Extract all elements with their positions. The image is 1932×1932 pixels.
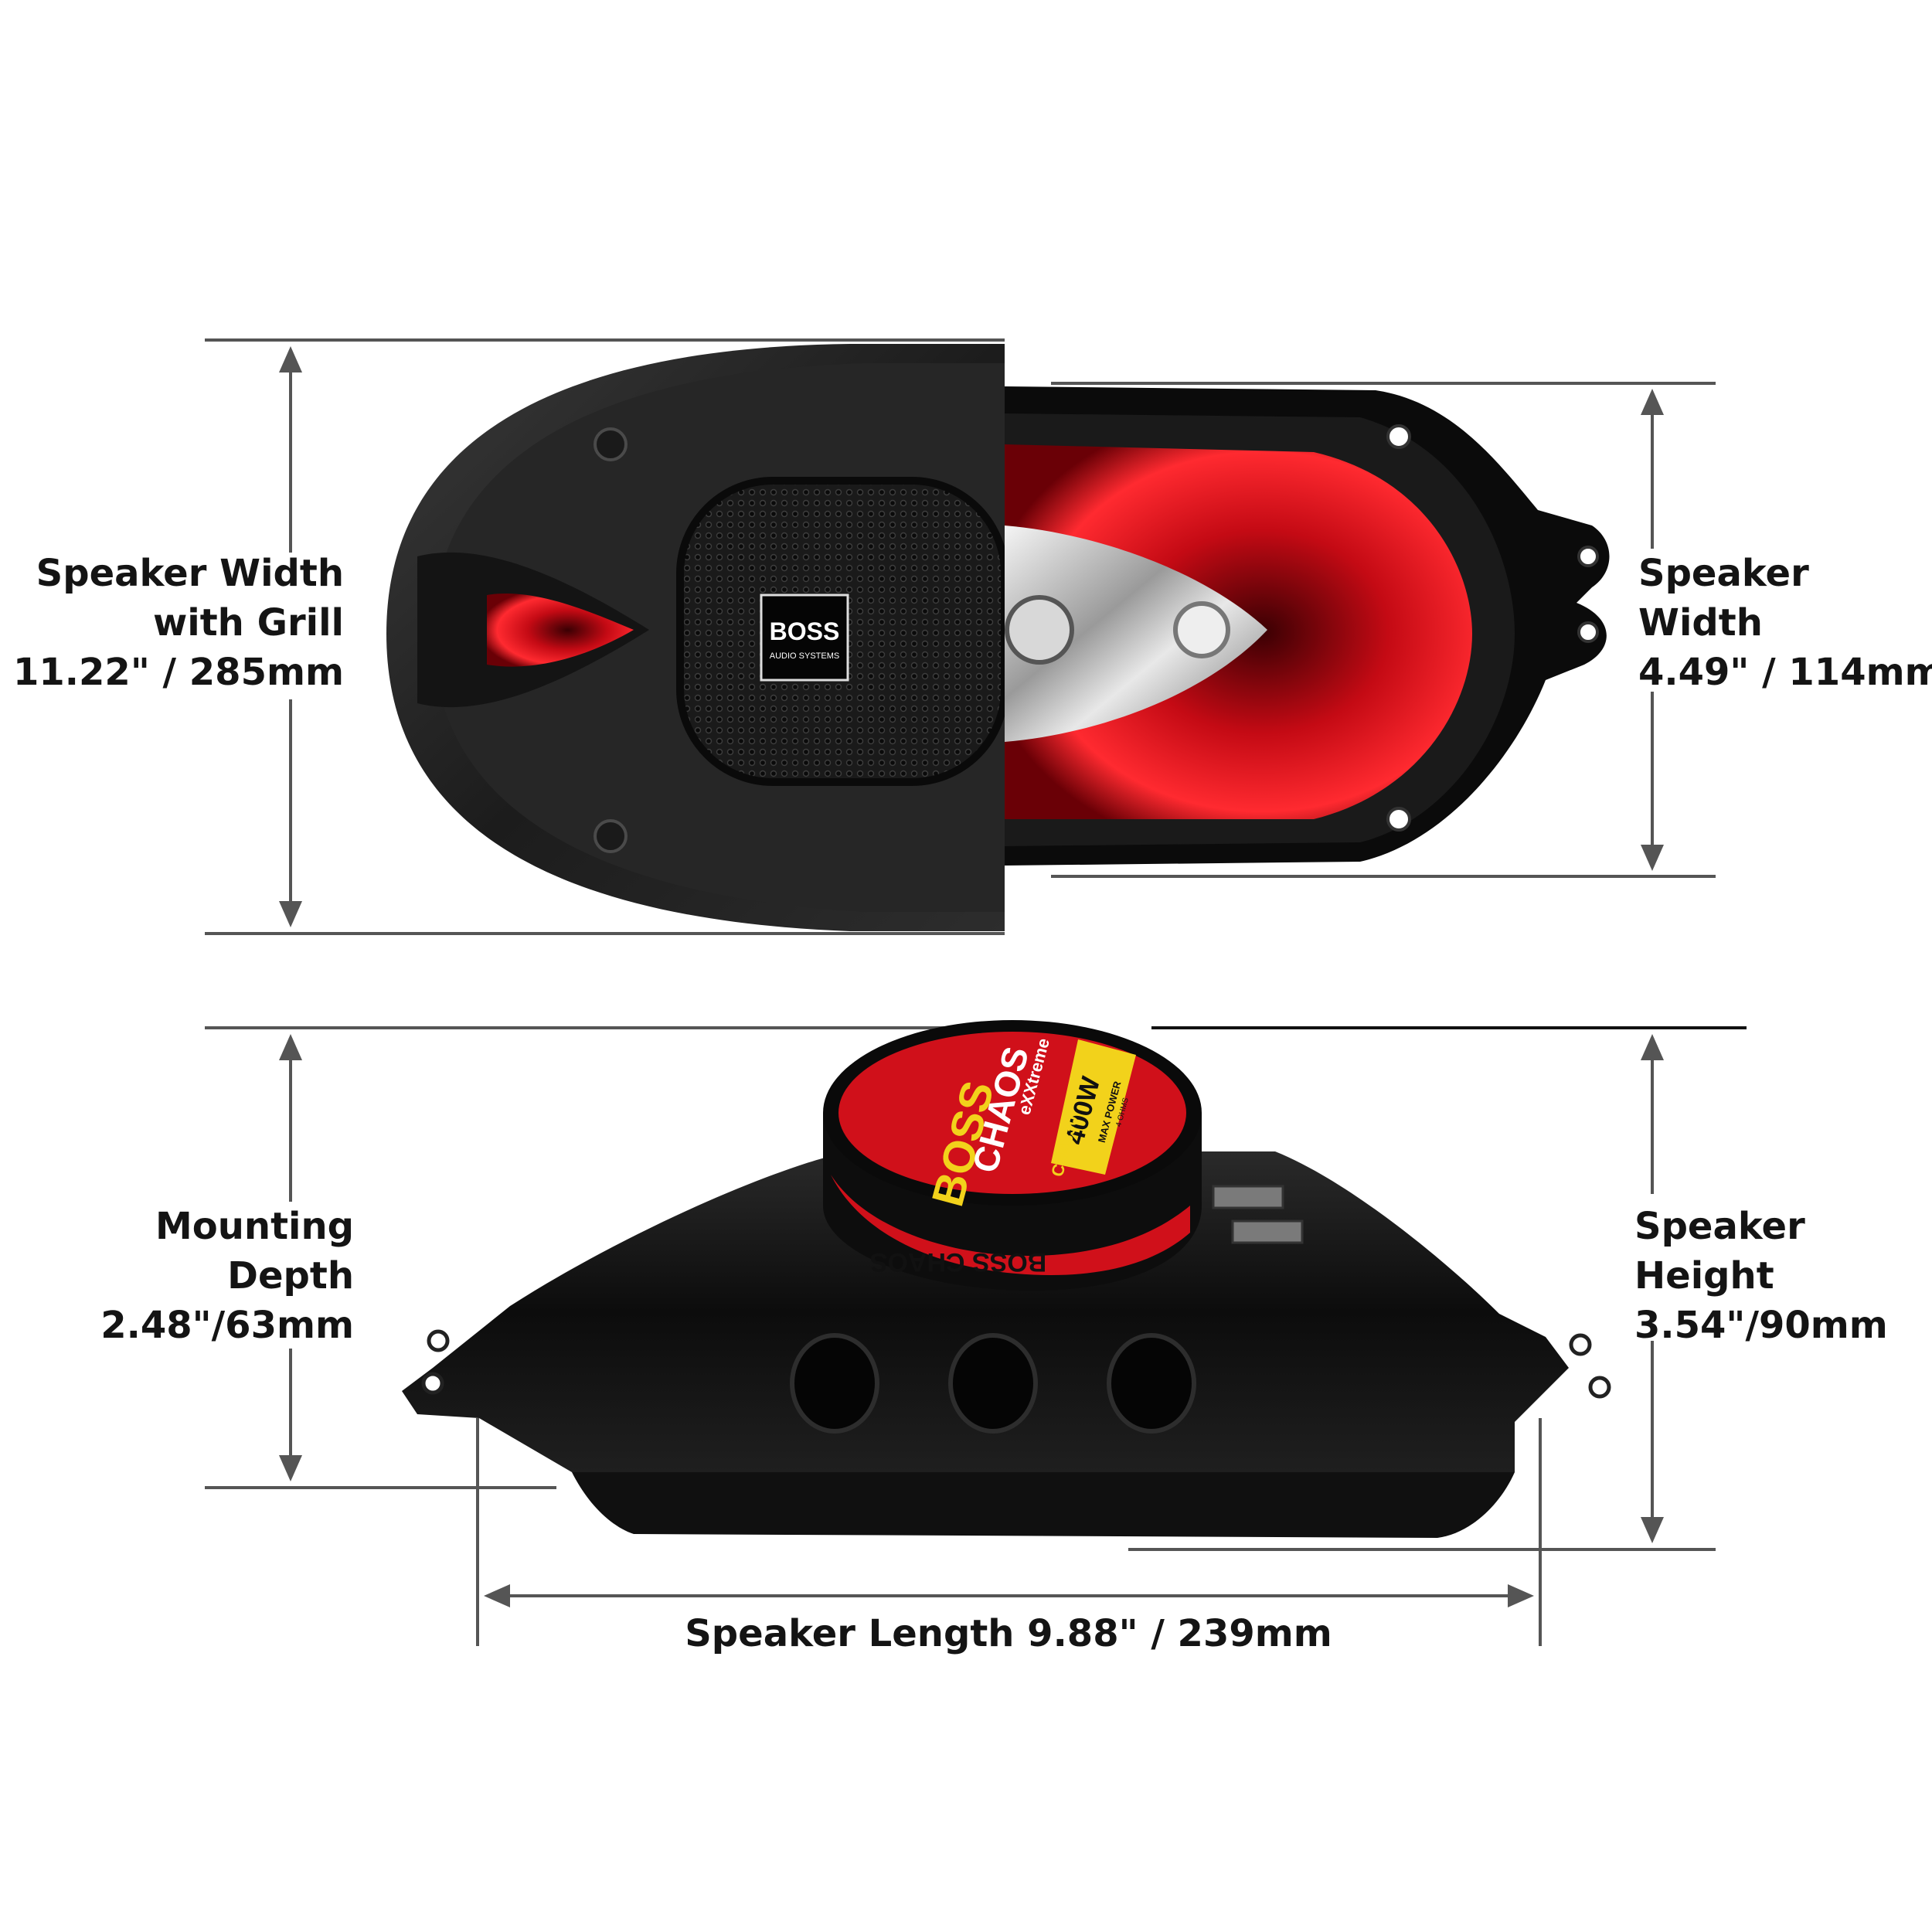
arrowhead-right	[1508, 1584, 1534, 1607]
speaker-height-title-line1: Speaker	[1634, 1205, 1805, 1248]
magnet-ring-text: BOSS CHAOS	[870, 1247, 1047, 1277]
tweeter-bridge	[1005, 526, 1267, 742]
mounting-hole-icon	[1588, 1376, 1611, 1399]
grill-width-title-line2: with Grill	[152, 601, 344, 645]
speaker-height-title-line2: Height	[1634, 1254, 1774, 1298]
speaker-width-value: 4.49" / 114mm	[1638, 651, 1932, 694]
speaker-width-title-line1: Speaker	[1638, 552, 1809, 595]
speaker-height-label: Speaker Height 3.54"/90mm	[1634, 1202, 1888, 1350]
side-mounting-tabs	[421, 1329, 1611, 1399]
arrowhead-down	[1641, 1517, 1664, 1543]
arrowhead-down	[279, 901, 302, 927]
grill-badge-sub: AUDIO SYSTEMS	[770, 651, 839, 661]
tweeter-dome	[1005, 595, 1074, 665]
mounting-depth-value: 2.48"/63mm	[100, 1304, 354, 1347]
mounting-hole-icon	[1577, 546, 1599, 567]
open-speaker-illustration	[1005, 386, 1610, 866]
magnet-power-panel	[1051, 1039, 1136, 1175]
speaker-length-text: Speaker Length 9.88" / 239mm	[685, 1612, 1332, 1655]
speaker-width-title-line2: Width	[1638, 601, 1763, 645]
mounting-depth-label: Mounting Depth 2.48"/63mm	[100, 1202, 354, 1350]
grill-tweeter-window	[487, 594, 634, 667]
side-view-speaker-illustration	[402, 1020, 1611, 1538]
speaker-length-label: Speaker Length 9.88" / 239mm	[526, 1609, 1492, 1658]
grill-badge-brand: BOSS	[770, 617, 840, 645]
mounting-depth-title-line2: Depth	[227, 1254, 354, 1298]
arrowhead-up	[279, 1034, 302, 1060]
mounting-hole-icon	[1577, 621, 1599, 643]
mounting-hole-icon	[1386, 424, 1411, 449]
speaker-height-value: 3.54"/90mm	[1634, 1304, 1888, 1347]
basket-vent	[790, 1333, 879, 1434]
bottom-dimension-lines	[205, 1026, 1747, 1646]
grill-width-label: Speaker Width with Grill 11.22" / 285mm	[13, 549, 344, 697]
grill-width-title-line1: Speaker Width	[36, 552, 344, 595]
grill-screw-icon	[594, 819, 628, 853]
mounting-hole-icon	[427, 1329, 450, 1352]
mounting-depth-title-line1: Mounting	[155, 1205, 354, 1248]
top-arrowheads	[279, 346, 1664, 927]
mounting-hole-icon	[421, 1372, 444, 1395]
grill-screw-icon	[594, 427, 628, 461]
mounting-hole-icon	[1569, 1333, 1592, 1356]
arrowhead-up	[279, 346, 302, 372]
speaker-width-label: Speaker Width 4.49" / 114mm	[1638, 549, 1932, 697]
bottom-arrowheads	[279, 1034, 1664, 1607]
speaker-front-rim	[572, 1472, 1515, 1538]
super-tweeter-dome	[1173, 601, 1230, 658]
arrowhead-up	[1641, 389, 1664, 415]
speaker-terminal	[1212, 1185, 1284, 1209]
arrowhead-down	[279, 1455, 302, 1481]
basket-vent	[948, 1333, 1038, 1434]
magnet-ring-band	[831, 1175, 1190, 1275]
arrowhead-up	[1641, 1034, 1664, 1060]
speaker-terminal	[1231, 1219, 1304, 1244]
arrowhead-left	[484, 1584, 510, 1607]
grill-width-value: 11.22" / 285mm	[12, 651, 344, 694]
mounting-hole-icon	[1386, 807, 1411, 832]
top-dimension-lines	[205, 338, 1716, 935]
grill-speaker-illustration	[386, 344, 1005, 931]
basket-vent	[1107, 1333, 1196, 1434]
basket-vents	[790, 1333, 1196, 1434]
arrowhead-down	[1641, 845, 1664, 871]
grill-brand-badge	[760, 594, 849, 682]
